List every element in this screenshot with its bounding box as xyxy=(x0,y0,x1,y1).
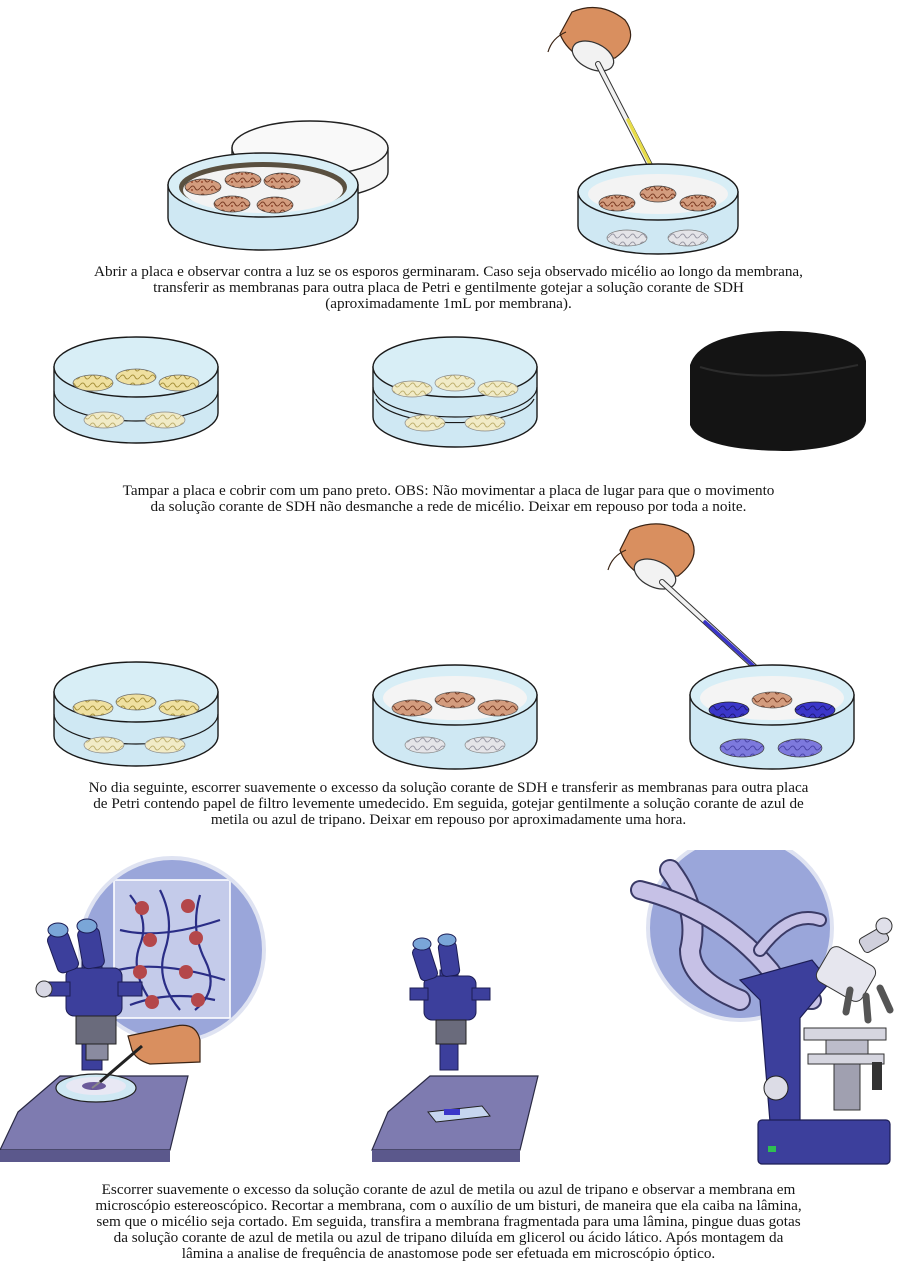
caption-line: Abrir a placa e observar contra a luz se… xyxy=(0,264,897,280)
petri-dish-blue-stain xyxy=(690,665,854,769)
hand-with-blue-pipette xyxy=(608,524,763,678)
stereo-microscope-with-slide xyxy=(372,934,538,1162)
membrane xyxy=(264,173,300,189)
step-3-illustrations xyxy=(0,520,897,770)
step-3-caption: No dia seguinte, escorrer suavemente o e… xyxy=(0,780,897,828)
membrane xyxy=(225,172,261,188)
caption-line: Escorrer suavemente o excesso da solução… xyxy=(0,1182,897,1198)
step-4-illustrations xyxy=(0,850,897,1180)
caption-line: No dia seguinte, escorrer suavemente o e… xyxy=(0,780,897,796)
step-1-illustrations xyxy=(0,0,897,262)
caption-line: da solução corante de azul de metila ou … xyxy=(0,1230,897,1246)
caption-line: metila ou azul de tripano. Deixar em rep… xyxy=(0,812,897,828)
hand-with-pipette xyxy=(548,8,659,185)
caption-line: transferir as membranas para outra placa… xyxy=(0,280,897,296)
petri-dish-covered xyxy=(373,337,537,447)
petri-dish-stained xyxy=(54,337,218,443)
step-2-caption: Tampar a placa e cobrir com um pano pret… xyxy=(0,483,897,515)
caption-line: lâmina a analise de frequência de anasto… xyxy=(0,1246,897,1262)
membrane xyxy=(185,179,221,195)
petri-dish-filter-paper xyxy=(373,665,537,769)
petri-dish-after-night xyxy=(54,662,218,766)
caption-line: de Petri contendo papel de filtro leveme… xyxy=(0,796,897,812)
step-4-caption: Escorrer suavemente o excesso da solução… xyxy=(0,1182,897,1262)
caption-line: Tampar a placa e cobrir com um pano pret… xyxy=(0,483,897,499)
black-cloth xyxy=(690,331,866,451)
step-1-caption: Abrir a placa e observar contra a luz se… xyxy=(0,264,897,312)
caption-line: da solução corante de SDH não desmanche … xyxy=(0,499,897,515)
caption-line: (aproximadamente 1mL por membrana). xyxy=(0,296,897,312)
petri-dish-open xyxy=(168,153,358,250)
caption-line: microscópio estereoscópico. Recortar a m… xyxy=(0,1198,897,1214)
petri-dish-sdh xyxy=(578,164,738,254)
membrane xyxy=(214,196,250,212)
membrane xyxy=(257,197,293,213)
step-2-illustrations xyxy=(0,325,897,475)
caption-line: sem que o micélio seja cortado. Em segui… xyxy=(0,1214,897,1230)
